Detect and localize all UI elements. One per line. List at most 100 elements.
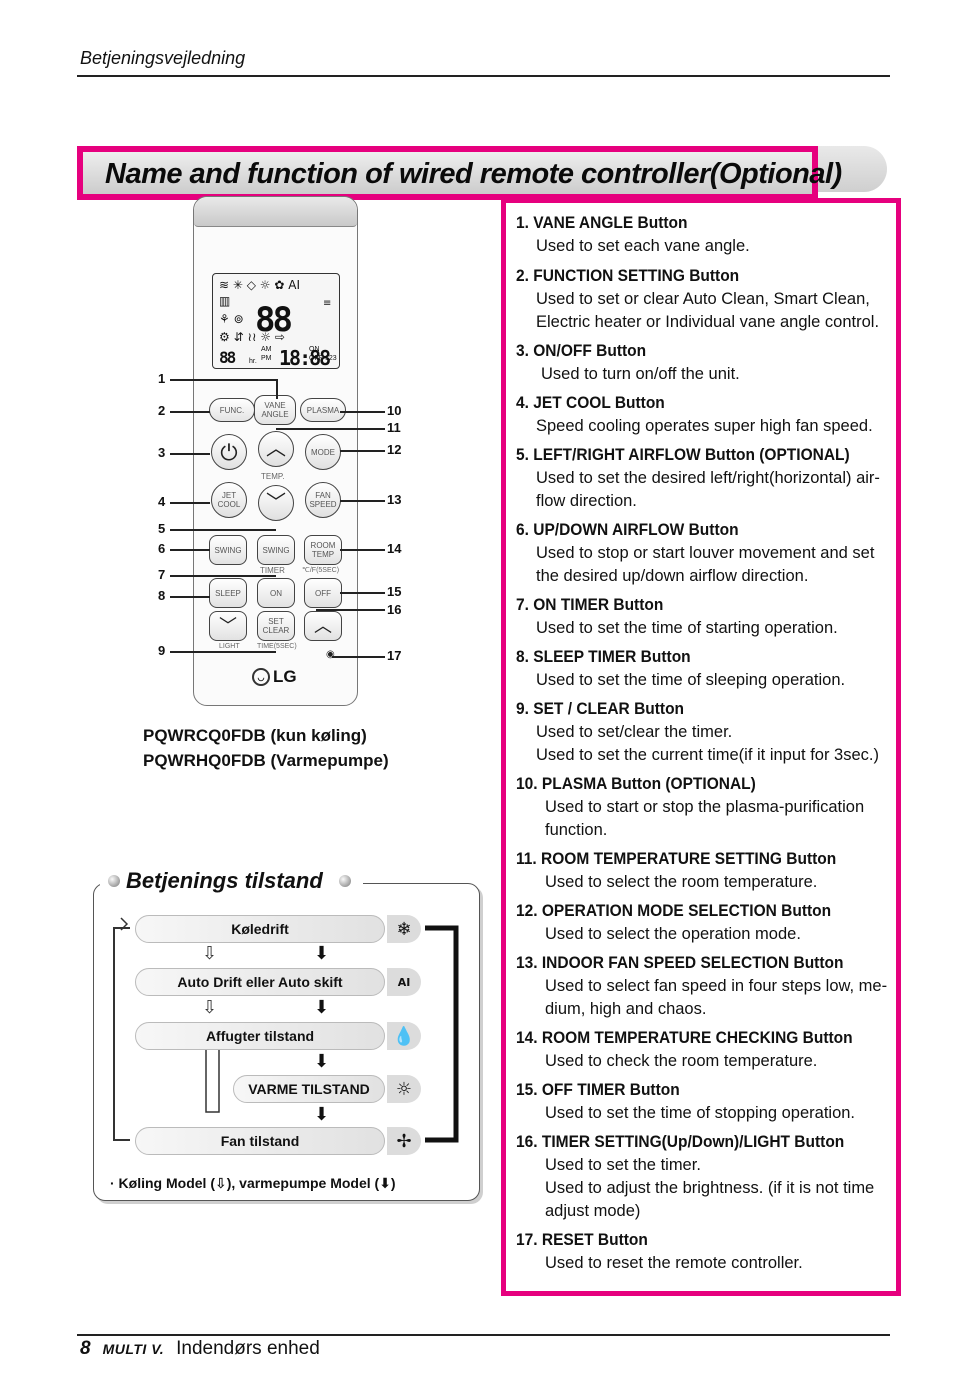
function-title: 16. TIMER SETTING(Up/Down)/LIGHT Button	[516, 1133, 845, 1151]
function-desc: Speed cooling operates super high fan sp…	[536, 417, 873, 435]
function-item-17: 17. RESET Button Used to reset the remot…	[516, 1229, 894, 1275]
function-title: 8. SLEEP TIMER Button	[516, 648, 691, 666]
operation-title-wrap: Betjenings tilstand	[100, 868, 363, 894]
function-item-11: 11. ROOM TEMPERATURE SETTING Button Used…	[516, 848, 894, 894]
footer-section: Indendørs enhed	[176, 1338, 320, 1359]
leader-line-16	[316, 609, 385, 611]
solid-arrow-down-icon: ⬇	[314, 997, 330, 1018]
on-timer-button[interactable]: ON	[257, 578, 295, 608]
bullet-ball-icon	[108, 875, 120, 887]
off-timer-button[interactable]: OFF	[304, 578, 342, 608]
function-desc: Used to set the time of sleeping operati…	[536, 671, 846, 689]
timer-caption: TIMER	[260, 566, 285, 575]
leader-line-7	[170, 575, 276, 577]
lcd-pm-label: PM	[261, 355, 272, 362]
leader-line-2	[170, 411, 210, 413]
function-desc: Used to select fan speed in four steps l…	[545, 977, 888, 995]
timer-down-button[interactable]: ﹀	[209, 611, 247, 641]
function-title: 2. FUNCTION SETTING Button	[516, 267, 740, 285]
operation-title: Betjenings tilstand	[126, 868, 323, 893]
lcd-time-digits: 18:88	[279, 346, 331, 370]
function-item-7: 7. ON TIMER Button Used to set the time …	[516, 594, 894, 640]
page-footer: 8 MULTI V. Indendørs enhed	[80, 1338, 320, 1360]
mode-dry-bar: Affugter tilstand	[135, 1022, 385, 1050]
fan-speed-button[interactable]: FAN SPEED	[305, 482, 341, 518]
function-desc: Used to set the timer.	[545, 1156, 701, 1174]
callout-9: 9	[158, 643, 166, 658]
timer-up-button[interactable]: ︿	[304, 611, 342, 641]
function-item-5: 5. LEFT/RIGHT AIRFLOW Button (OPTIONAL) …	[516, 444, 894, 513]
lcd-day-digits: 88	[219, 348, 236, 367]
footer-divider	[77, 1334, 890, 1336]
remote-lcd-display: ≋ ✳ ◇ ☼ ✿ AI ▥ ⚘ ⊚ ⚙ ⇵ ≀≀ ☼ ⇨ 88 ≡ 88 hr…	[212, 273, 340, 370]
function-title: 15. OFF TIMER Button	[516, 1081, 680, 1099]
temp-up-button[interactable]: ︿	[258, 431, 294, 467]
callout-7: 7	[158, 567, 166, 582]
function-desc: flow direction.	[536, 492, 637, 510]
lcd-am-label: AM	[261, 346, 272, 353]
leader-line-10	[340, 411, 385, 413]
function-title: 11. ROOM TEMPERATURE SETTING Button	[516, 850, 837, 868]
function-title: 9. SET / CLEAR Button	[516, 700, 685, 718]
function-item-15: 15. OFF TIMER Button Used to set the tim…	[516, 1079, 894, 1125]
header-divider	[77, 75, 890, 77]
open-arrow-down-icon: ⇩	[214, 1176, 227, 1192]
power-button[interactable]: ⏻	[211, 434, 247, 470]
function-desc: Used to set the time of starting operati…	[536, 619, 838, 637]
reset-icon[interactable]: ◉	[326, 649, 335, 660]
plasma-button[interactable]: PLASMA	[300, 398, 346, 422]
function-desc: Used to set the desired left/right(horiz…	[536, 469, 880, 487]
function-desc: Used to select the room temperature.	[545, 873, 818, 891]
mode-button[interactable]: MODE	[305, 434, 341, 470]
function-title: 12. OPERATION MODE SELECTION Button	[516, 902, 832, 920]
function-item-10: 10. PLASMA Button (OPTIONAL) Used to sta…	[516, 773, 894, 842]
function-title: 6. UP/DOWN AIRFLOW Button	[516, 521, 739, 539]
function-desc: Used to check the room temperature.	[545, 1052, 818, 1070]
callout-11: 11	[387, 420, 401, 435]
room-temp-button[interactable]: ROOM TEMP	[304, 535, 342, 565]
ai-icon: AI	[387, 968, 421, 996]
solid-arrow-down-icon: ⬇	[314, 943, 330, 964]
leader-line-9	[170, 651, 276, 653]
chevron-up-icon: ︿	[266, 437, 286, 460]
function-desc: Used to set each vane angle.	[536, 237, 750, 255]
left-right-swing-button[interactable]: SWING	[209, 535, 247, 565]
function-item-6: 6. UP/DOWN AIRFLOW Button Used to stop o…	[516, 519, 894, 588]
leader-line-1	[170, 379, 276, 381]
callout-8: 8	[158, 588, 166, 603]
set-clear-button[interactable]: SET CLEAR	[257, 611, 295, 641]
func-button[interactable]: FUNC.	[209, 398, 255, 422]
mode-cooling-bar: Køledrift	[135, 915, 385, 943]
jet-cool-button[interactable]: JET COOL	[211, 482, 247, 518]
leader-line-1-drop	[276, 379, 278, 399]
temp-down-button[interactable]: ﹀	[258, 485, 294, 521]
chevron-up-icon: ︿	[314, 615, 332, 636]
solid-arrow-down-icon: ⬇	[379, 1176, 391, 1192]
mode-fan-bar: Fan tilstand	[135, 1127, 385, 1155]
lcd-temperature-digits: 88	[255, 300, 293, 340]
snowflake-icon: ❄	[387, 915, 421, 943]
function-title: 1. VANE ANGLE Button	[516, 214, 688, 232]
up-down-swing-button[interactable]: SWING	[257, 535, 295, 565]
open-arrow-down-icon: ⇩	[202, 997, 218, 1018]
lcd-ai-icon: AI	[288, 278, 300, 292]
function-desc: Used to set the current time(if it input…	[536, 746, 879, 764]
leader-line-15	[340, 592, 385, 594]
section-title-box: Name and function of wired remote contro…	[77, 146, 842, 200]
function-title: 13. INDOOR FAN SPEED SELECTION Button	[516, 954, 844, 972]
power-icon: ⏻	[220, 439, 238, 465]
time-sec-caption: TIME(5SEC)	[257, 643, 297, 650]
solid-arrow-down-icon: ⬇	[314, 1051, 330, 1072]
brand-logo: MULTI V.	[102, 1341, 165, 1357]
vane-angle-button[interactable]: VANE ANGLE	[254, 395, 296, 425]
function-title: 17. RESET Button	[516, 1231, 648, 1249]
sleep-button[interactable]: SLEEP	[209, 578, 247, 608]
leader-line-8	[170, 596, 210, 598]
leader-line-14	[340, 549, 385, 551]
lcd-on-label: ON	[309, 346, 320, 353]
lcd-off-label: OFF	[309, 355, 323, 362]
function-desc: Used to select the operation mode.	[545, 925, 801, 943]
function-item-1: 1. VANE ANGLE Button Used to set each va…	[516, 212, 894, 258]
function-title: 5. LEFT/RIGHT AIRFLOW Button (OPTIONAL)	[516, 446, 850, 464]
header-label: Betjeningsvejledning	[80, 48, 246, 68]
